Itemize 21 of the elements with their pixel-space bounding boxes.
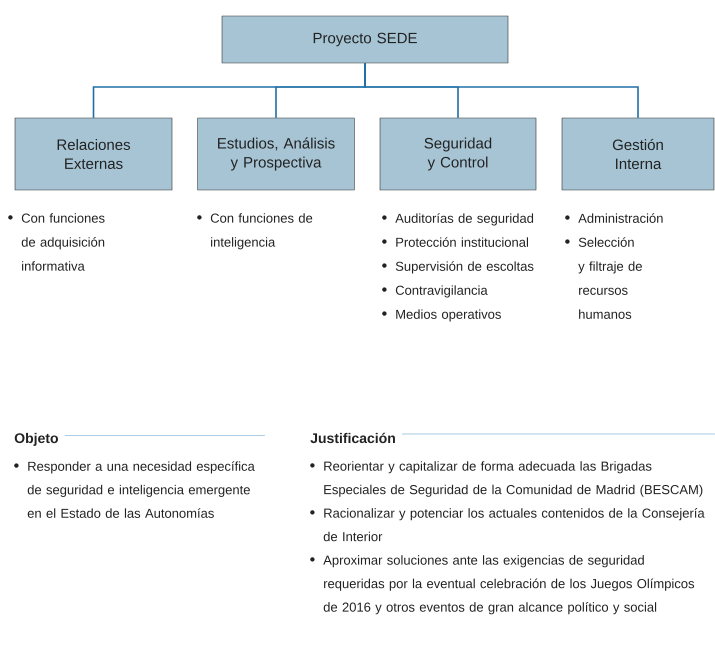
section-heading: Objeto (14, 432, 58, 446)
list-item: Con funciones de adquisición informativa (8, 213, 105, 271)
list-item: Aproximar soluciones ante las exigencias de seguridad requeridas por la eventual celebración de los Juegos Olímpicos de 2016 y otros eventos de gran alcance político y social (310, 555, 694, 614)
org-box: Estudios, Análisis y Prospectiva (197, 118, 355, 190)
section-heading: Justificación (310, 432, 395, 444)
connector-line (364, 63, 639, 118)
list-item: Selección y filtraje de recursos humanos (565, 237, 642, 319)
list-item: Responder a una necesidad específica de seguridad e inteligencia emergente en el Estado de las Autonomías (14, 461, 255, 518)
org-box: Seguridad y Control (380, 118, 536, 190)
list-item: Contravigilancia (382, 285, 488, 298)
list-item: Protección institucional (382, 237, 528, 247)
list-item: Supervisión de escoltas (382, 261, 534, 274)
list-item: Racionalizar y potenciar los actuales contenidos de la Consejería de Interior (310, 508, 705, 542)
org-box: Relaciones Externas (14, 118, 172, 190)
list-item: Administración (565, 213, 663, 223)
org-box: Gestión Interna (562, 118, 714, 190)
org-box: Proyecto SEDE (222, 16, 508, 64)
list-item: Reorientar y capitalizar de forma adecuada las Brigadas Especiales de Seguridad de la Comunidad de Madrid (BESCAM) (310, 461, 702, 497)
list-item: Auditorías de seguridad (382, 213, 534, 226)
list-item: Con funciones de inteligencia (197, 213, 312, 250)
list-item: Medios operativos (382, 309, 501, 322)
